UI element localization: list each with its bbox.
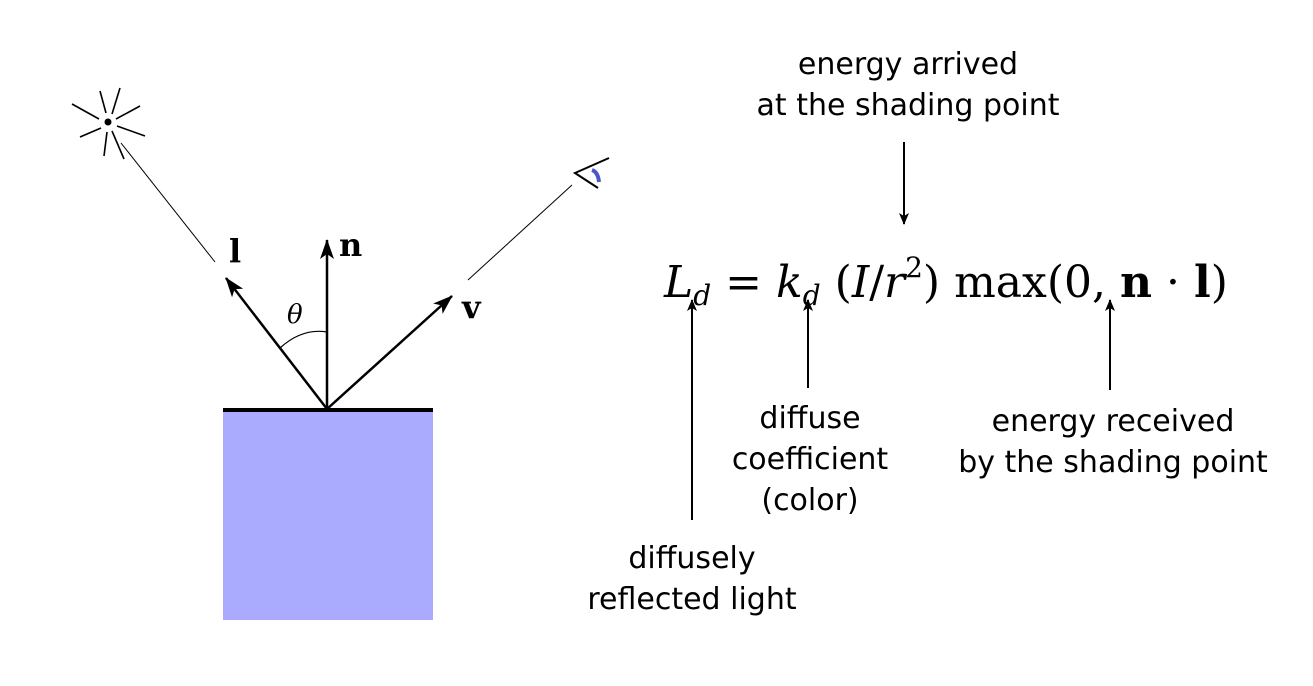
eq-r-sup: 2 <box>905 251 923 284</box>
eq-lhs: L <box>664 257 694 308</box>
eq-close-paren: ) <box>922 257 941 308</box>
surface-block <box>223 410 433 620</box>
light-vector-label: l <box>229 232 242 270</box>
lambertian-equation: Ld = kd (I/r2) max(0, n · l) <box>664 238 1228 326</box>
eq-r: r <box>884 257 906 308</box>
eq-slash: / <box>869 257 885 308</box>
light-source-icon <box>71 87 146 160</box>
view-vector-label: v <box>462 288 481 326</box>
eq-l: l <box>1194 257 1211 308</box>
light-vector-arrow <box>225 277 328 410</box>
annotation-energy-received: energy received by the shading point <box>958 401 1268 483</box>
eye-icon <box>572 157 610 189</box>
angle-label: θ <box>287 300 303 330</box>
eq-max-close: ) <box>1210 257 1228 308</box>
annotation-line: energy arrived <box>797 47 1019 82</box>
annotation-line: coefficient <box>731 442 889 477</box>
annotation-diffusely-reflected: diffusely reflected light <box>587 538 796 620</box>
annotation-line: diffuse <box>759 401 861 436</box>
eq-n: n <box>1120 257 1153 308</box>
eq-intensity: I <box>851 257 870 308</box>
eq-open-paren: ( <box>834 257 852 308</box>
annotation-diffuse-coefficient: diffuse coefficient (color) <box>732 398 888 521</box>
annotation-line: reflected light <box>587 582 797 617</box>
eq-k-sub: d <box>802 279 821 312</box>
eq-max: max <box>954 257 1047 308</box>
eq-zero: 0 <box>1064 257 1093 308</box>
view-vector-arrow <box>326 295 453 410</box>
annotation-line: at the shading point <box>756 88 1060 123</box>
eq-comma: , <box>1092 257 1107 308</box>
annotation-line: by the shading point <box>958 445 1268 480</box>
normal-vector-label: n <box>339 226 363 264</box>
view-ray <box>467 184 573 281</box>
angle-arc <box>279 330 328 349</box>
eq-lhs-sub: d <box>693 279 712 312</box>
annotation-line: (color) <box>761 483 859 518</box>
annotation-line: diffusely <box>628 541 756 576</box>
annotation-line: energy received <box>991 404 1235 439</box>
eq-dot: · <box>1166 257 1181 308</box>
eq-equals: = <box>725 257 763 308</box>
annotation-energy-arrived: energy arrived at the shading point <box>757 44 1060 126</box>
eq-max-open: ( <box>1046 257 1065 308</box>
eq-k: k <box>776 257 803 308</box>
light-ray <box>120 142 216 263</box>
